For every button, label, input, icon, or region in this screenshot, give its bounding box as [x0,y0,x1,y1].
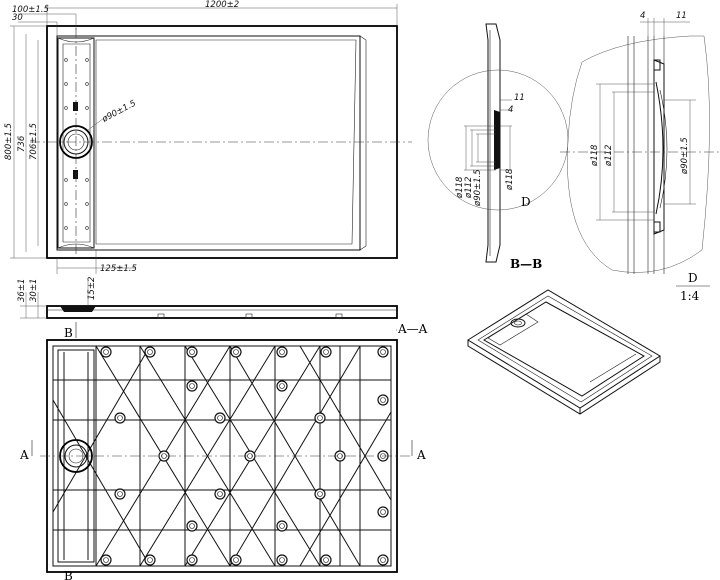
rib-boss [230,346,242,358]
section-mark-b-bottom: B [64,569,73,580]
bb-dim-inner: ø90±1.5 [473,169,483,207]
dim-height-total: 36±1 [17,279,27,302]
detail-d-scale: 1:4 [680,289,700,303]
rib-boss [377,394,389,406]
section-mark-a-right: A [416,448,426,462]
rib-boss [144,554,156,566]
rib-boss [314,412,326,424]
dim-edge-offset: 100±1.5 [12,5,49,15]
top-view: ø90±1.5 1200±2 100±1.5 30 800±1.5 736 70… [4,0,412,274]
dim-drain-offset: 125±1.5 [100,264,137,274]
rib-boss [114,412,126,424]
dim-height-drain: 15±2 [87,277,97,300]
d-dim-t1: 4 [640,11,645,21]
dim-width: 1200±2 [205,0,239,10]
bb-dim-t1: 11 [514,93,525,103]
d-dim-inner: ø90±1.5 [680,137,690,175]
detail-d-title: D [688,271,698,285]
rib-boss [114,488,126,500]
section-aa-label: A—A [397,322,428,336]
bb-dim-mid: ø112 [464,177,474,199]
rib-boss [214,412,226,424]
side-drain [60,306,96,312]
section-bb-title: B—B [510,257,542,271]
bb-dim-right: ø118 [505,168,515,191]
rib-boss [320,554,332,566]
rib-diagonal [299,411,392,567]
section-bb-profile [485,23,501,263]
section-mark-a-left: A [19,448,29,462]
rib-boss [314,488,326,500]
d-dim-mid: ø112 [604,145,614,167]
bb-dim-outer: ø118 [455,176,465,199]
rib-boss [230,554,242,566]
rib-boss [186,520,198,532]
rib-boss [100,346,112,358]
rib-boss [377,554,389,566]
dim-drain-dia: ø90±1.5 [100,99,138,126]
d-dim-outer: ø118 [590,144,600,167]
rib-boss [276,380,288,392]
iso-channel [487,313,539,346]
dim-inner-depth-tol: 706±1.5 [29,123,39,160]
dim-inner-depth: 736 [17,135,27,152]
rib-boss [100,554,112,566]
section-bb: ø118 ø112 ø90±1.5 ø118 11 4 D B—B [427,23,569,271]
rib-diagonal [299,345,392,501]
rib-boss [186,554,198,566]
channel-holes [64,58,89,230]
dim-rim: 30 [12,13,23,23]
side-view: 36±1 30±1 15±2 A—A B [17,277,428,340]
basin-outline [56,35,361,251]
bottom-view: A A B [19,339,426,580]
rib-diagonal [52,399,151,567]
side-profile [46,305,398,319]
detail-d-boundary [567,35,710,273]
rib-boss [186,380,198,392]
section-mark-b-top: B [64,326,73,340]
bb-dim-t2: 4 [508,105,513,115]
rib-boss [186,346,198,358]
rib-boss [144,346,156,358]
detail-d: ø118 ø112 ø90±1.5 4 11 D 1:4 [560,11,720,303]
rib-boss [214,488,226,500]
rib-boss [276,554,288,566]
iso-drain [510,318,526,328]
dim-height-body: 30±1 [29,279,39,302]
rib-boss [276,520,288,532]
bb-detail-mark: D [521,195,531,209]
rib-boss [377,506,389,518]
rib-diagonal [52,345,151,513]
isometric-view [467,289,661,415]
rib-boss [320,346,332,358]
rib-boss [377,346,389,358]
dim-depth: 800±1.5 [4,123,14,160]
d-dim-t2: 11 [676,11,687,21]
rib-boss [276,346,288,358]
